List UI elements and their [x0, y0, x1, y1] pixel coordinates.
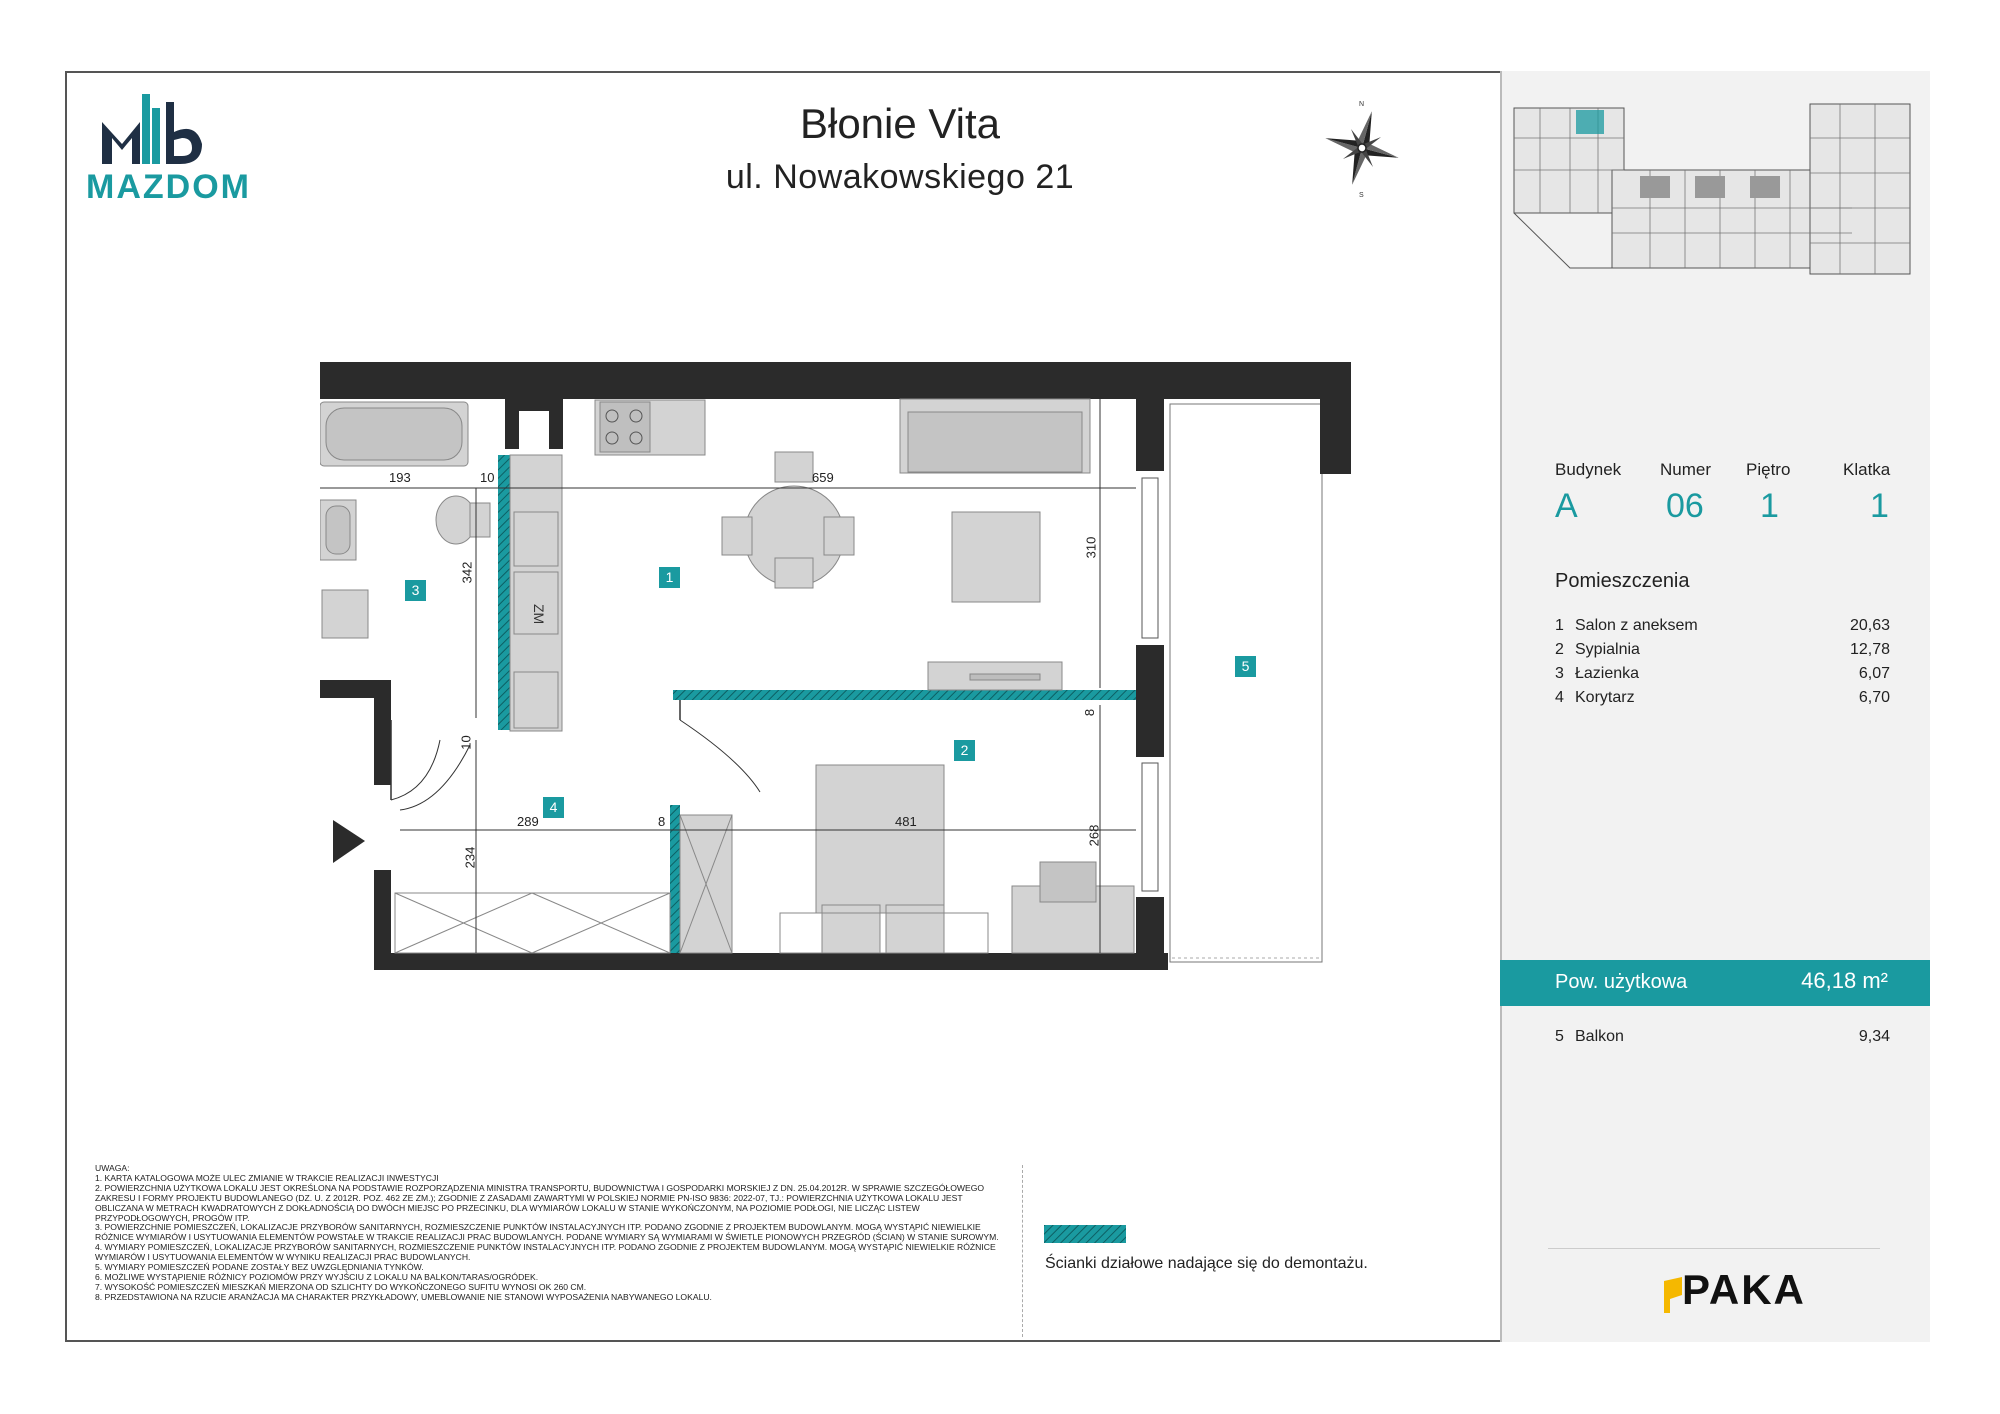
dimension-label: 10: [480, 470, 495, 485]
divider: [1548, 1248, 1880, 1249]
project-address: ul. Nowakowskiego 21: [725, 158, 1075, 196]
room-name: Łazienka: [1575, 665, 1640, 682]
dimension-label: 10: [458, 735, 474, 750]
room-number: 2: [1555, 641, 1564, 658]
info-label-floor: Piętro: [1746, 460, 1791, 479]
room-area: 9,34: [1858, 1028, 1890, 1045]
room-tag-5: 5: [1235, 656, 1256, 677]
bedside-table: [821, 904, 881, 954]
room-name: Balkon: [1575, 1028, 1624, 1045]
dimension-label: 289: [517, 814, 539, 829]
room-area: 12,78: [1849, 641, 1890, 658]
room-tag-2: 2: [954, 740, 975, 761]
notes-heading: UWAGA:: [95, 1163, 130, 1173]
room-tag-1: 1: [659, 567, 680, 588]
dimension-label: 342: [459, 561, 475, 584]
removable-wall: [498, 455, 510, 730]
bedside-table: [885, 904, 945, 954]
info-label-staircase: Klatka: [1843, 460, 1891, 479]
divider: [1022, 1165, 1023, 1337]
project-title: Błonie Vita: [799, 100, 1001, 147]
balcony-outline: [1169, 403, 1323, 963]
mazdom-logo-mark: [102, 94, 202, 164]
removable-wall: [673, 690, 1136, 700]
room-name: Sypialnia: [1575, 641, 1640, 658]
info-label-building: Budynek: [1555, 460, 1622, 479]
bed: [815, 764, 945, 914]
legend-text: Ścianki działowe nadające się do demonta…: [1045, 1255, 1368, 1272]
hall-wardrobe: [394, 892, 671, 954]
info-value-number: 06: [1666, 487, 1704, 525]
dimension-lines: [320, 399, 1136, 953]
note-item: 6. MOŻLIWE WYSTĄPIENIE RÓŻNICY POZIOMÓW …: [95, 1271, 539, 1282]
coffee-table: [951, 511, 1041, 603]
note-item: 3. POWIERZCHNIE POMIESZCZEŃ, LOKALIZACJE…: [95, 1222, 999, 1243]
dimension-label: 481: [895, 814, 917, 829]
key-plan-highlight: [1576, 110, 1604, 134]
compass-south-label: S: [1359, 192, 1364, 198]
note-item: 5. WYMIARY POMIESZCZEŃ PODANE ZOSTAŁY BE…: [95, 1262, 424, 1273]
paka-logo-mark: [1664, 1277, 1682, 1313]
logo-brand-text: MAZDOM: [86, 168, 251, 206]
info-label-number: Numer: [1660, 460, 1712, 479]
note-item: 2. POWIERZCHNIA UŻYTKOWA LOKALU JEST OKR…: [95, 1182, 985, 1223]
entrance-arrow-icon: [333, 820, 365, 863]
room-area: 20,63: [1849, 617, 1890, 634]
washing-machine: [321, 589, 369, 639]
chair: [823, 516, 855, 556]
dimension-label: 268: [1086, 824, 1102, 847]
info-value-staircase: 1: [1870, 487, 1889, 525]
info-value-floor: 1: [1760, 487, 1779, 525]
note-item: 1. KARTA KATALOGOWA MOŻE ULEC ZMIANIE W …: [95, 1172, 439, 1183]
room-name: Korytarz: [1575, 689, 1635, 706]
dimension-label: 8: [1082, 708, 1098, 717]
room-row: 1 Salon z aneksem 20,63: [1555, 617, 1890, 641]
desk-chair: [1039, 861, 1097, 903]
walls: [320, 362, 1351, 970]
floor-plan: ZM: [320, 362, 1351, 970]
balcony-row: 5 Balkon 9,34: [1555, 1028, 1890, 1052]
dimension-label: 234: [462, 846, 478, 869]
compass-north-label: N: [1359, 101, 1364, 108]
room-tag-4: 4: [543, 797, 564, 818]
note-item: 4. WYMIARY POMIESZCZEŃ, LOKALIZACJE PRZY…: [95, 1242, 996, 1263]
room-tag-3: 3: [405, 580, 426, 601]
building-key-plan: [1513, 103, 1911, 275]
room-area: 6,70: [1858, 689, 1890, 706]
room-row: 4 Korytarz 6,70: [1555, 689, 1890, 713]
rooms-heading: Pomieszczenia: [1555, 570, 1690, 592]
room-row: 3 Łazienka 6,07: [1555, 665, 1890, 689]
room-number: 5: [1555, 1028, 1564, 1045]
notes-block: UWAGA: 1. KARTA KATALOGOWA MOŻE ULEC ZMI…: [95, 1163, 1010, 1303]
note-item: 8. PRZEDSTAWIONA NA RZUCIE ARANŻACJA MA …: [95, 1291, 712, 1302]
compass-rose-icon: N S: [1325, 101, 1399, 198]
usable-area-band: Pow. użytkowa 46,18 m²: [1500, 960, 1930, 1006]
note-item: 7. WYSOKOŚĆ POMIESZCZEŃ MIESZKAŃ MIERZON…: [95, 1281, 587, 1292]
info-panel: [1500, 71, 1930, 1342]
room-area: 6,07: [1858, 665, 1890, 682]
removable-wall: [670, 805, 680, 953]
dimension-label: 310: [1083, 536, 1099, 559]
removable-wall-swatch: [1044, 1225, 1126, 1243]
usable-area-label: Pow. użytkowa: [1555, 971, 1688, 993]
usable-area-value: 46,18 m²: [1801, 968, 1888, 993]
room-row: 2 Sypialnia 12,78: [1555, 641, 1890, 665]
room-number: 4: [1555, 689, 1564, 706]
chair: [721, 516, 753, 556]
dimension-label: 193: [389, 470, 411, 485]
room-name: Salon z aneksem: [1575, 617, 1698, 634]
room-number: 3: [1555, 665, 1564, 682]
room-number: 1: [1555, 617, 1564, 634]
fridge-label: ZM: [531, 604, 547, 624]
chair: [774, 557, 814, 589]
info-value-building: A: [1555, 487, 1578, 525]
dimension-label: 8: [658, 814, 666, 829]
developer-logo-text: PAKA: [1682, 1266, 1806, 1313]
dimension-label: 659: [812, 470, 834, 485]
chair: [774, 451, 814, 483]
